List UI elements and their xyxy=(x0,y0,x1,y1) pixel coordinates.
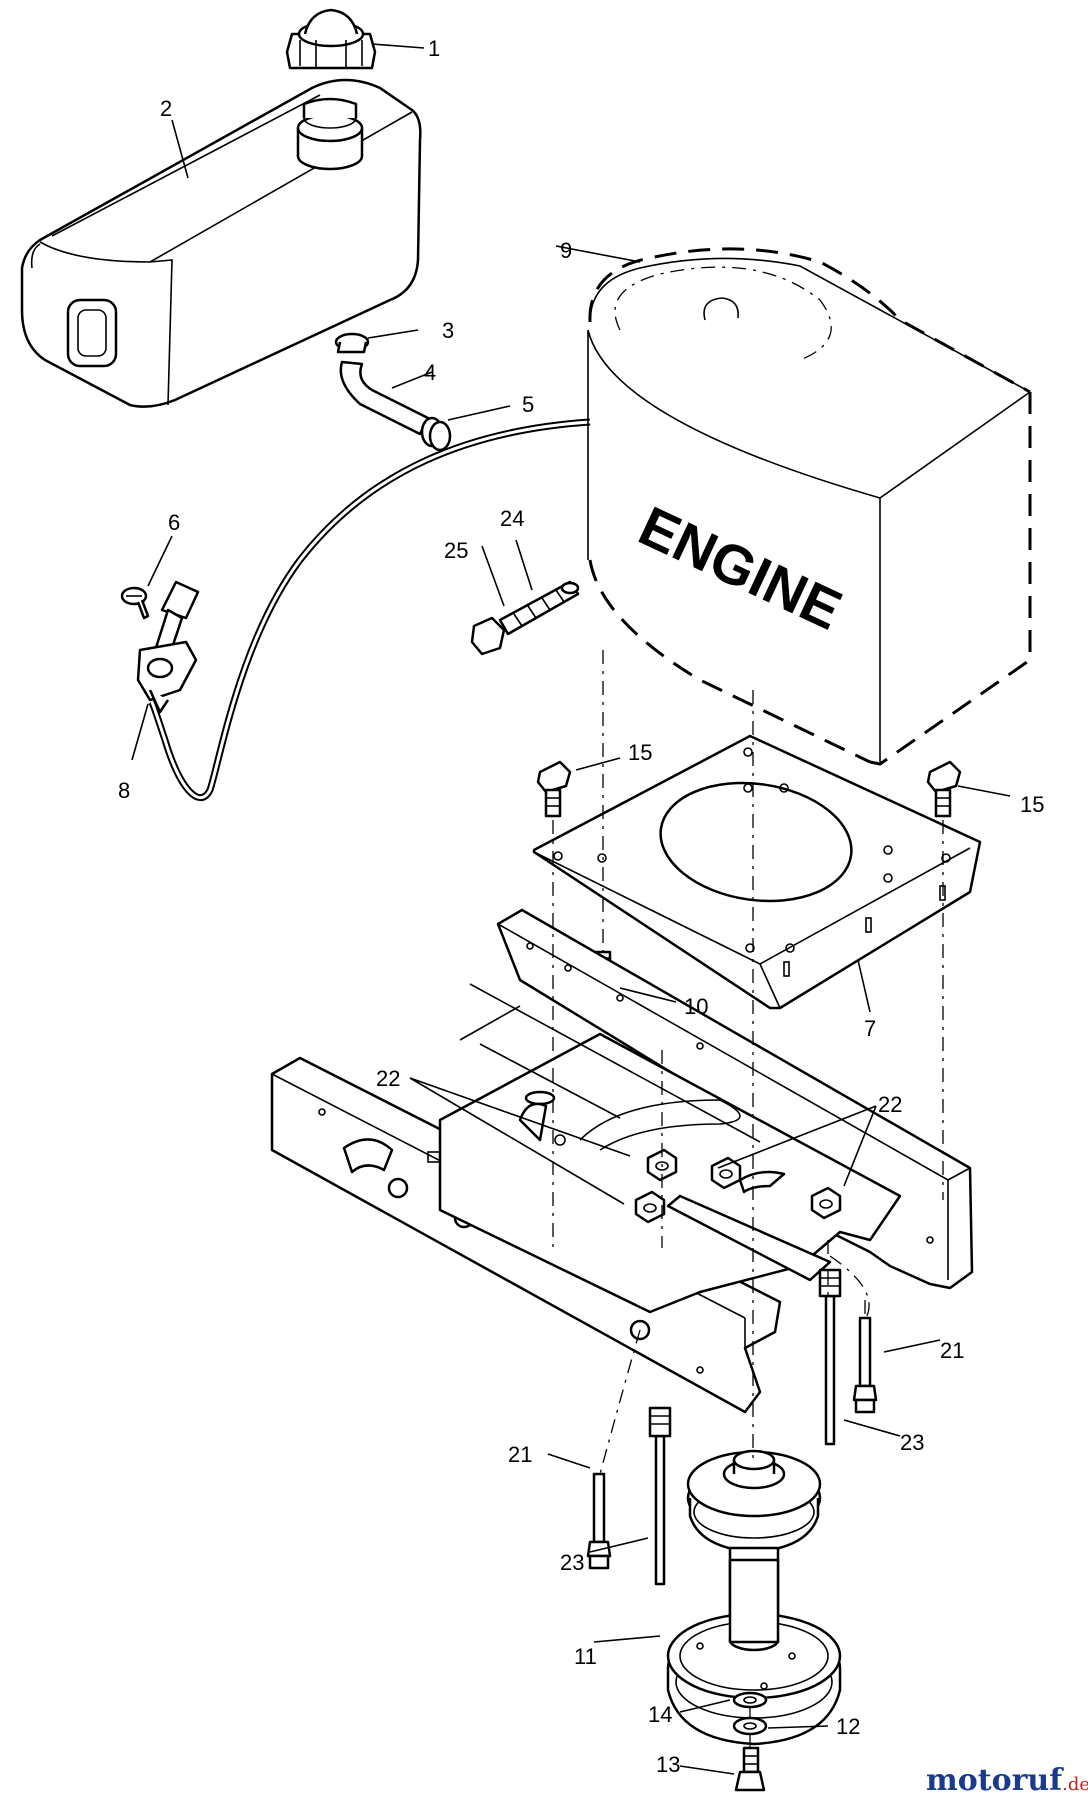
callout-3: 3 xyxy=(442,318,454,343)
callout-21a: 21 xyxy=(940,1338,964,1363)
rod-23-right xyxy=(818,1268,842,1446)
bolt-21-right xyxy=(852,1316,878,1414)
fuel-hose xyxy=(339,360,430,436)
hose-clamp-lower xyxy=(420,416,452,452)
flange-nuts xyxy=(634,1148,842,1224)
callout-14: 14 xyxy=(648,1702,672,1727)
rod-23-left xyxy=(648,1406,672,1586)
callout-21b: 21 xyxy=(508,1442,532,1467)
pulley-assembly xyxy=(666,1449,842,1746)
hose-clamp-upper xyxy=(334,332,370,354)
centerlines xyxy=(552,650,944,1748)
bolt-21-left xyxy=(586,1472,612,1570)
callout-15b: 15 xyxy=(1020,792,1044,817)
throttle-cable xyxy=(147,418,591,802)
callout-23b: 23 xyxy=(560,1550,584,1575)
washer-14 xyxy=(732,1691,768,1709)
callout-22b: 22 xyxy=(878,1092,902,1117)
leader-lines xyxy=(131,43,1011,1775)
callout-22a: 22 xyxy=(376,1066,400,1091)
svg-text:motoruf.de: motoruf.de xyxy=(926,1763,1088,1798)
callout-8: 8 xyxy=(118,778,130,803)
callout-1: 1 xyxy=(428,36,440,61)
engine-label: ENGINE xyxy=(630,494,851,642)
callout-25: 25 xyxy=(444,538,468,563)
engine-mount-plate xyxy=(532,734,982,1010)
bolt-13 xyxy=(734,1746,766,1792)
engine-stud xyxy=(498,580,580,636)
fuel-cap xyxy=(285,8,377,70)
watermark-tld: .de xyxy=(1062,1774,1088,1795)
callout-11: 11 xyxy=(574,1644,597,1669)
watermark-brand: motoruf xyxy=(926,1763,1064,1798)
throttle-screw xyxy=(120,586,150,620)
callout-5: 5 xyxy=(522,392,534,417)
callout-10: 10 xyxy=(684,994,708,1019)
watermark-logo: motoruf.de xyxy=(926,1763,1088,1798)
fuel-tank xyxy=(20,78,422,408)
callout-9: 9 xyxy=(560,238,572,263)
callout-6: 6 xyxy=(168,510,180,535)
callout-13: 13 xyxy=(656,1752,680,1777)
callout-7: 7 xyxy=(864,1016,876,1041)
callout-2: 2 xyxy=(160,96,172,121)
throttle-control xyxy=(136,580,200,714)
lock-washer-12 xyxy=(732,1716,768,1736)
callout-23a: 23 xyxy=(900,1430,924,1455)
hex-nut xyxy=(470,616,506,656)
callout-labels: 1 2 3 4 5 6 7 8 9 10 11 12 13 14 15 15 2… xyxy=(118,36,1044,1777)
callout-15a: 15 xyxy=(628,740,652,765)
engine: ENGINE xyxy=(587,247,1032,766)
bolt-right xyxy=(926,760,962,818)
bolt-left xyxy=(536,760,572,818)
callout-12: 12 xyxy=(836,1714,860,1739)
callout-24: 24 xyxy=(500,506,524,531)
callout-4: 4 xyxy=(424,360,436,385)
